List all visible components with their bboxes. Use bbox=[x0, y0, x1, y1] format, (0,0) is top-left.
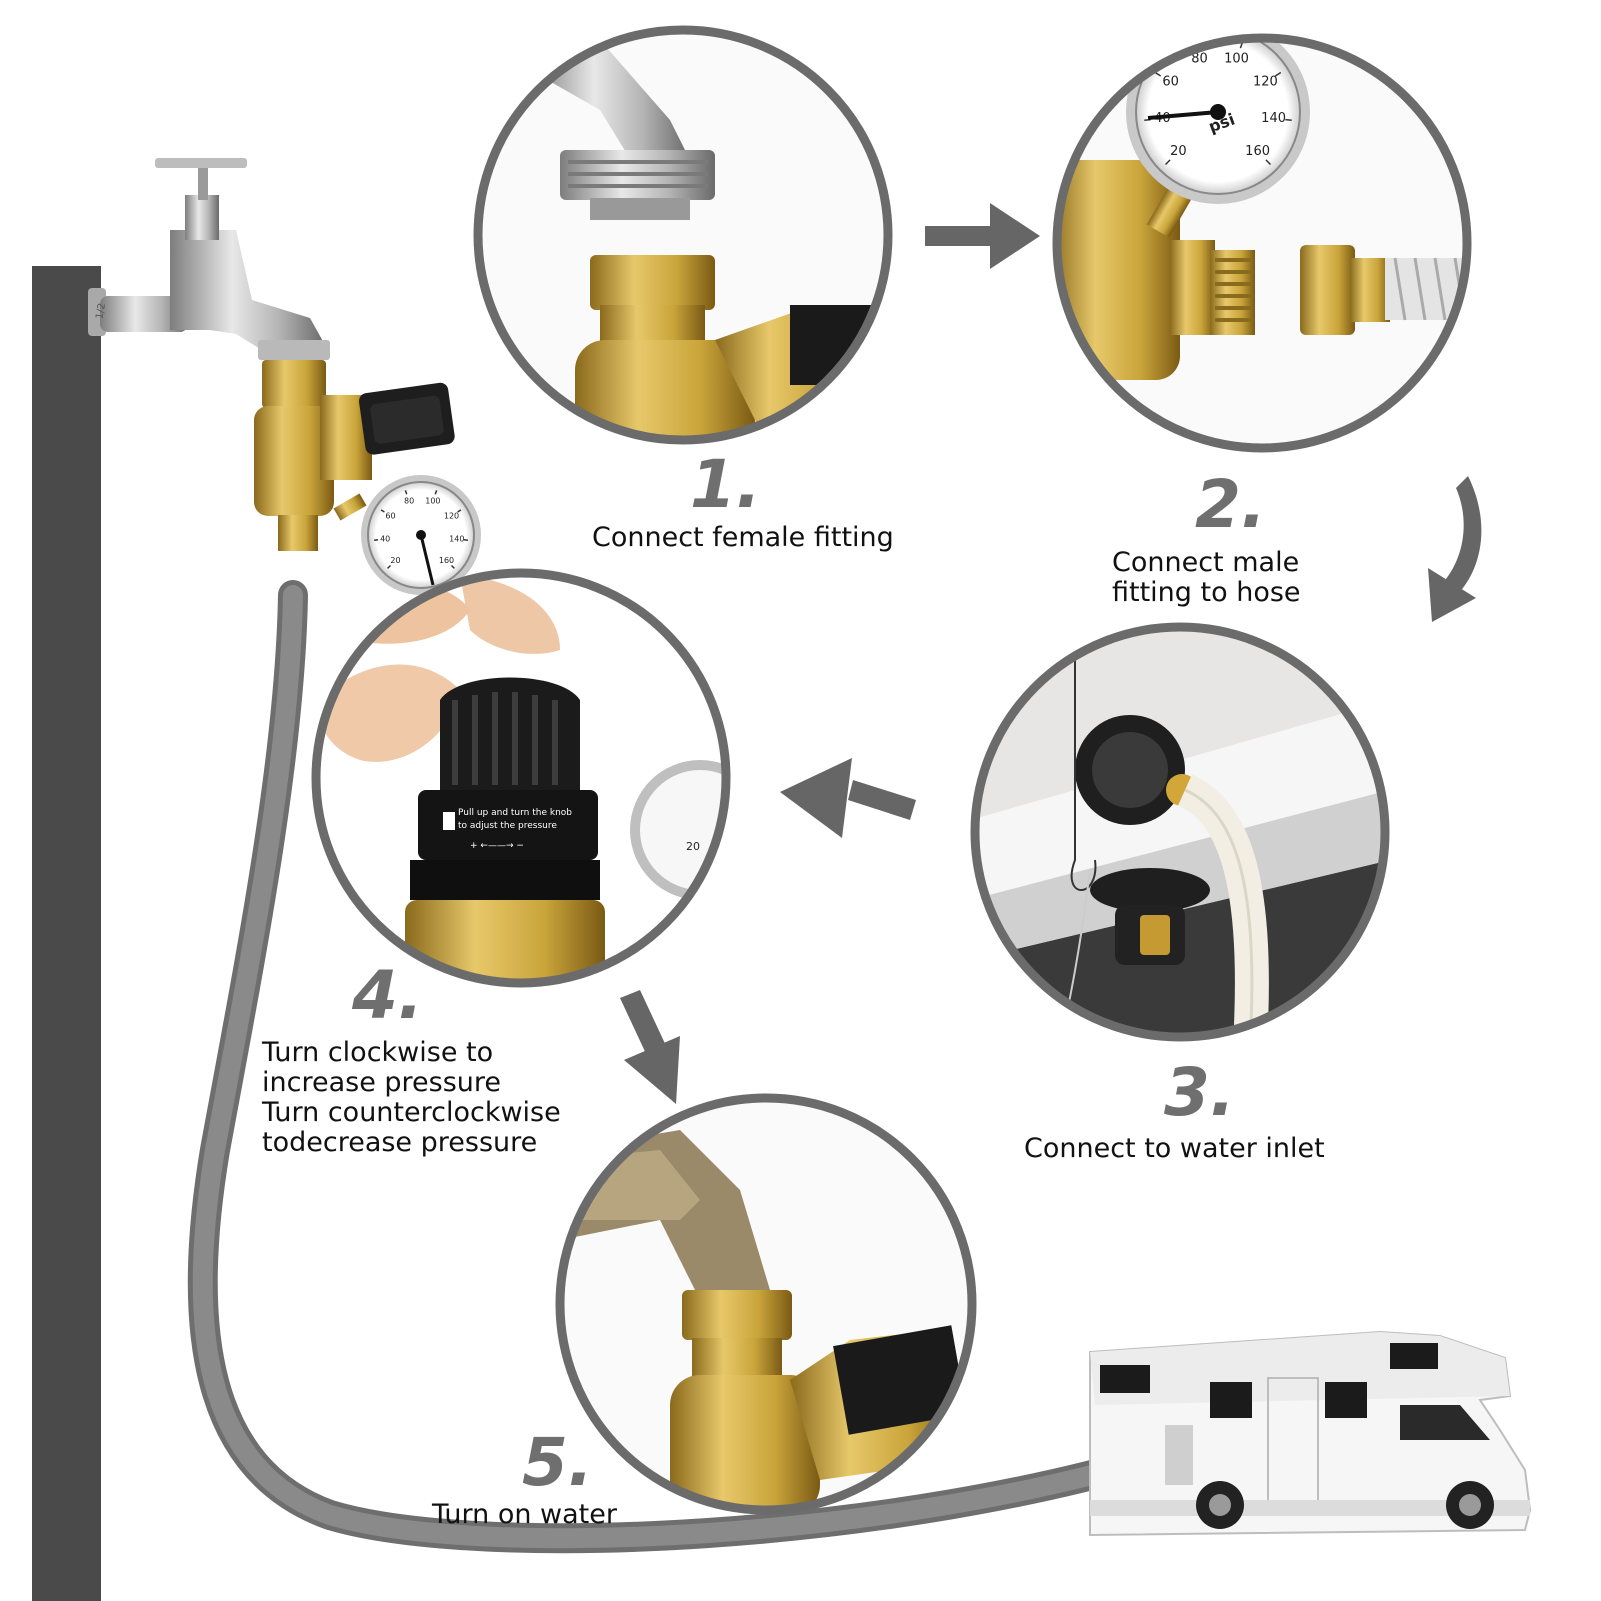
step-3-frame bbox=[970, 622, 1390, 1042]
gauge-tick-mark bbox=[463, 539, 468, 542]
gauge-tick-mark bbox=[1154, 71, 1162, 77]
regulator-label-line2: to adjust the pressure bbox=[458, 821, 557, 831]
gauge-tick-label: 160 bbox=[439, 556, 454, 565]
pressure-regulator bbox=[254, 360, 455, 551]
step-1-number: 1. bbox=[690, 446, 761, 523]
step-3-number: 3. bbox=[1164, 1054, 1235, 1131]
step-1-caption: Connect female fitting bbox=[592, 522, 894, 553]
svg-text:20: 20 bbox=[686, 840, 700, 853]
step-4-caption-line2: increase pressure bbox=[262, 1067, 502, 1098]
wall-faucet: 1/2 bbox=[88, 158, 330, 360]
step-5-caption: Turn on water bbox=[432, 1499, 617, 1530]
gauge-tick-label: 100 bbox=[425, 497, 440, 506]
step-4-caption-line4: todecrease pressure bbox=[262, 1127, 538, 1158]
arrow-step2-to-step3 bbox=[1428, 476, 1482, 622]
arrow-step3-to-step4 bbox=[780, 758, 916, 838]
step-4-illustration: Pull up and turn the knob to adjust the … bbox=[311, 568, 731, 988]
gauge-tick-mark bbox=[404, 490, 408, 495]
faucet-marking: 1/2 bbox=[94, 302, 108, 320]
step-3-illustration bbox=[970, 622, 1390, 1042]
step-4-caption-line3: Turn counterclockwise bbox=[262, 1097, 561, 1128]
gauge-tick-mark bbox=[450, 564, 455, 569]
gauge-tick-label: 20 bbox=[390, 556, 400, 565]
gauge-tick-mark bbox=[1285, 118, 1292, 122]
gauge-tick-label: 120 bbox=[444, 511, 459, 520]
step-5-illustration bbox=[555, 1093, 977, 1515]
wall bbox=[32, 266, 101, 1601]
gauge-tick-mark bbox=[1274, 71, 1282, 77]
step-2-frame bbox=[1052, 33, 1472, 453]
pressure-gauge: 20 40 60 80 100 120 140 160 bbox=[361, 475, 481, 595]
gauge-tick-label: 160 bbox=[1245, 144, 1270, 159]
gauge-tick-label: 120 bbox=[1253, 75, 1278, 90]
step-2-caption-line2: fitting to hose bbox=[1112, 577, 1301, 608]
step-1-frame bbox=[473, 25, 893, 445]
gauge-tick-label: 140 bbox=[1261, 111, 1286, 126]
step-5-frame bbox=[555, 1093, 977, 1515]
step-1-illustration bbox=[473, 25, 893, 445]
gauge-tick-label: 40 bbox=[380, 535, 390, 544]
gauge-tick-label: 100 bbox=[1224, 52, 1249, 67]
gauge-tick-label: 20 bbox=[1170, 144, 1187, 159]
step-4-caption-line1: Turn clockwise to bbox=[262, 1037, 494, 1068]
arrow-step4-to-step5 bbox=[620, 990, 680, 1104]
gauge-tick-mark bbox=[1265, 159, 1272, 166]
regulator-label-line3: + ←——→ − bbox=[470, 841, 524, 851]
gauge-tick-label: 60 bbox=[385, 511, 395, 520]
gauge-tick-label: 80 bbox=[404, 497, 414, 506]
gauge-tick-mark bbox=[374, 539, 379, 542]
gauge-tick-label: 80 bbox=[1191, 52, 1208, 67]
gauge-tick-label: 140 bbox=[449, 535, 464, 544]
gauge-tick-mark bbox=[387, 564, 392, 569]
step-5-number: 5. bbox=[522, 1424, 593, 1501]
motorhome-rv bbox=[1089, 1330, 1532, 1537]
gauge-tick-mark bbox=[380, 509, 385, 513]
gauge-tick-mark bbox=[1164, 159, 1171, 166]
step-4-number: 4. bbox=[352, 957, 423, 1034]
step-4-frame bbox=[311, 568, 731, 988]
step-2-caption-line1: Connect male bbox=[1112, 547, 1300, 578]
gauge-tick-label: 60 bbox=[1162, 75, 1179, 90]
step-3-caption: Connect to water inlet bbox=[1024, 1133, 1325, 1164]
arrow-step1-to-step2 bbox=[925, 203, 1040, 269]
gauge-tick-mark bbox=[434, 490, 438, 495]
step-2-number: 2. bbox=[1195, 466, 1266, 543]
gauge-tick-mark bbox=[457, 509, 462, 513]
regulator-label-line1: Pull up and turn the knob bbox=[458, 808, 572, 818]
